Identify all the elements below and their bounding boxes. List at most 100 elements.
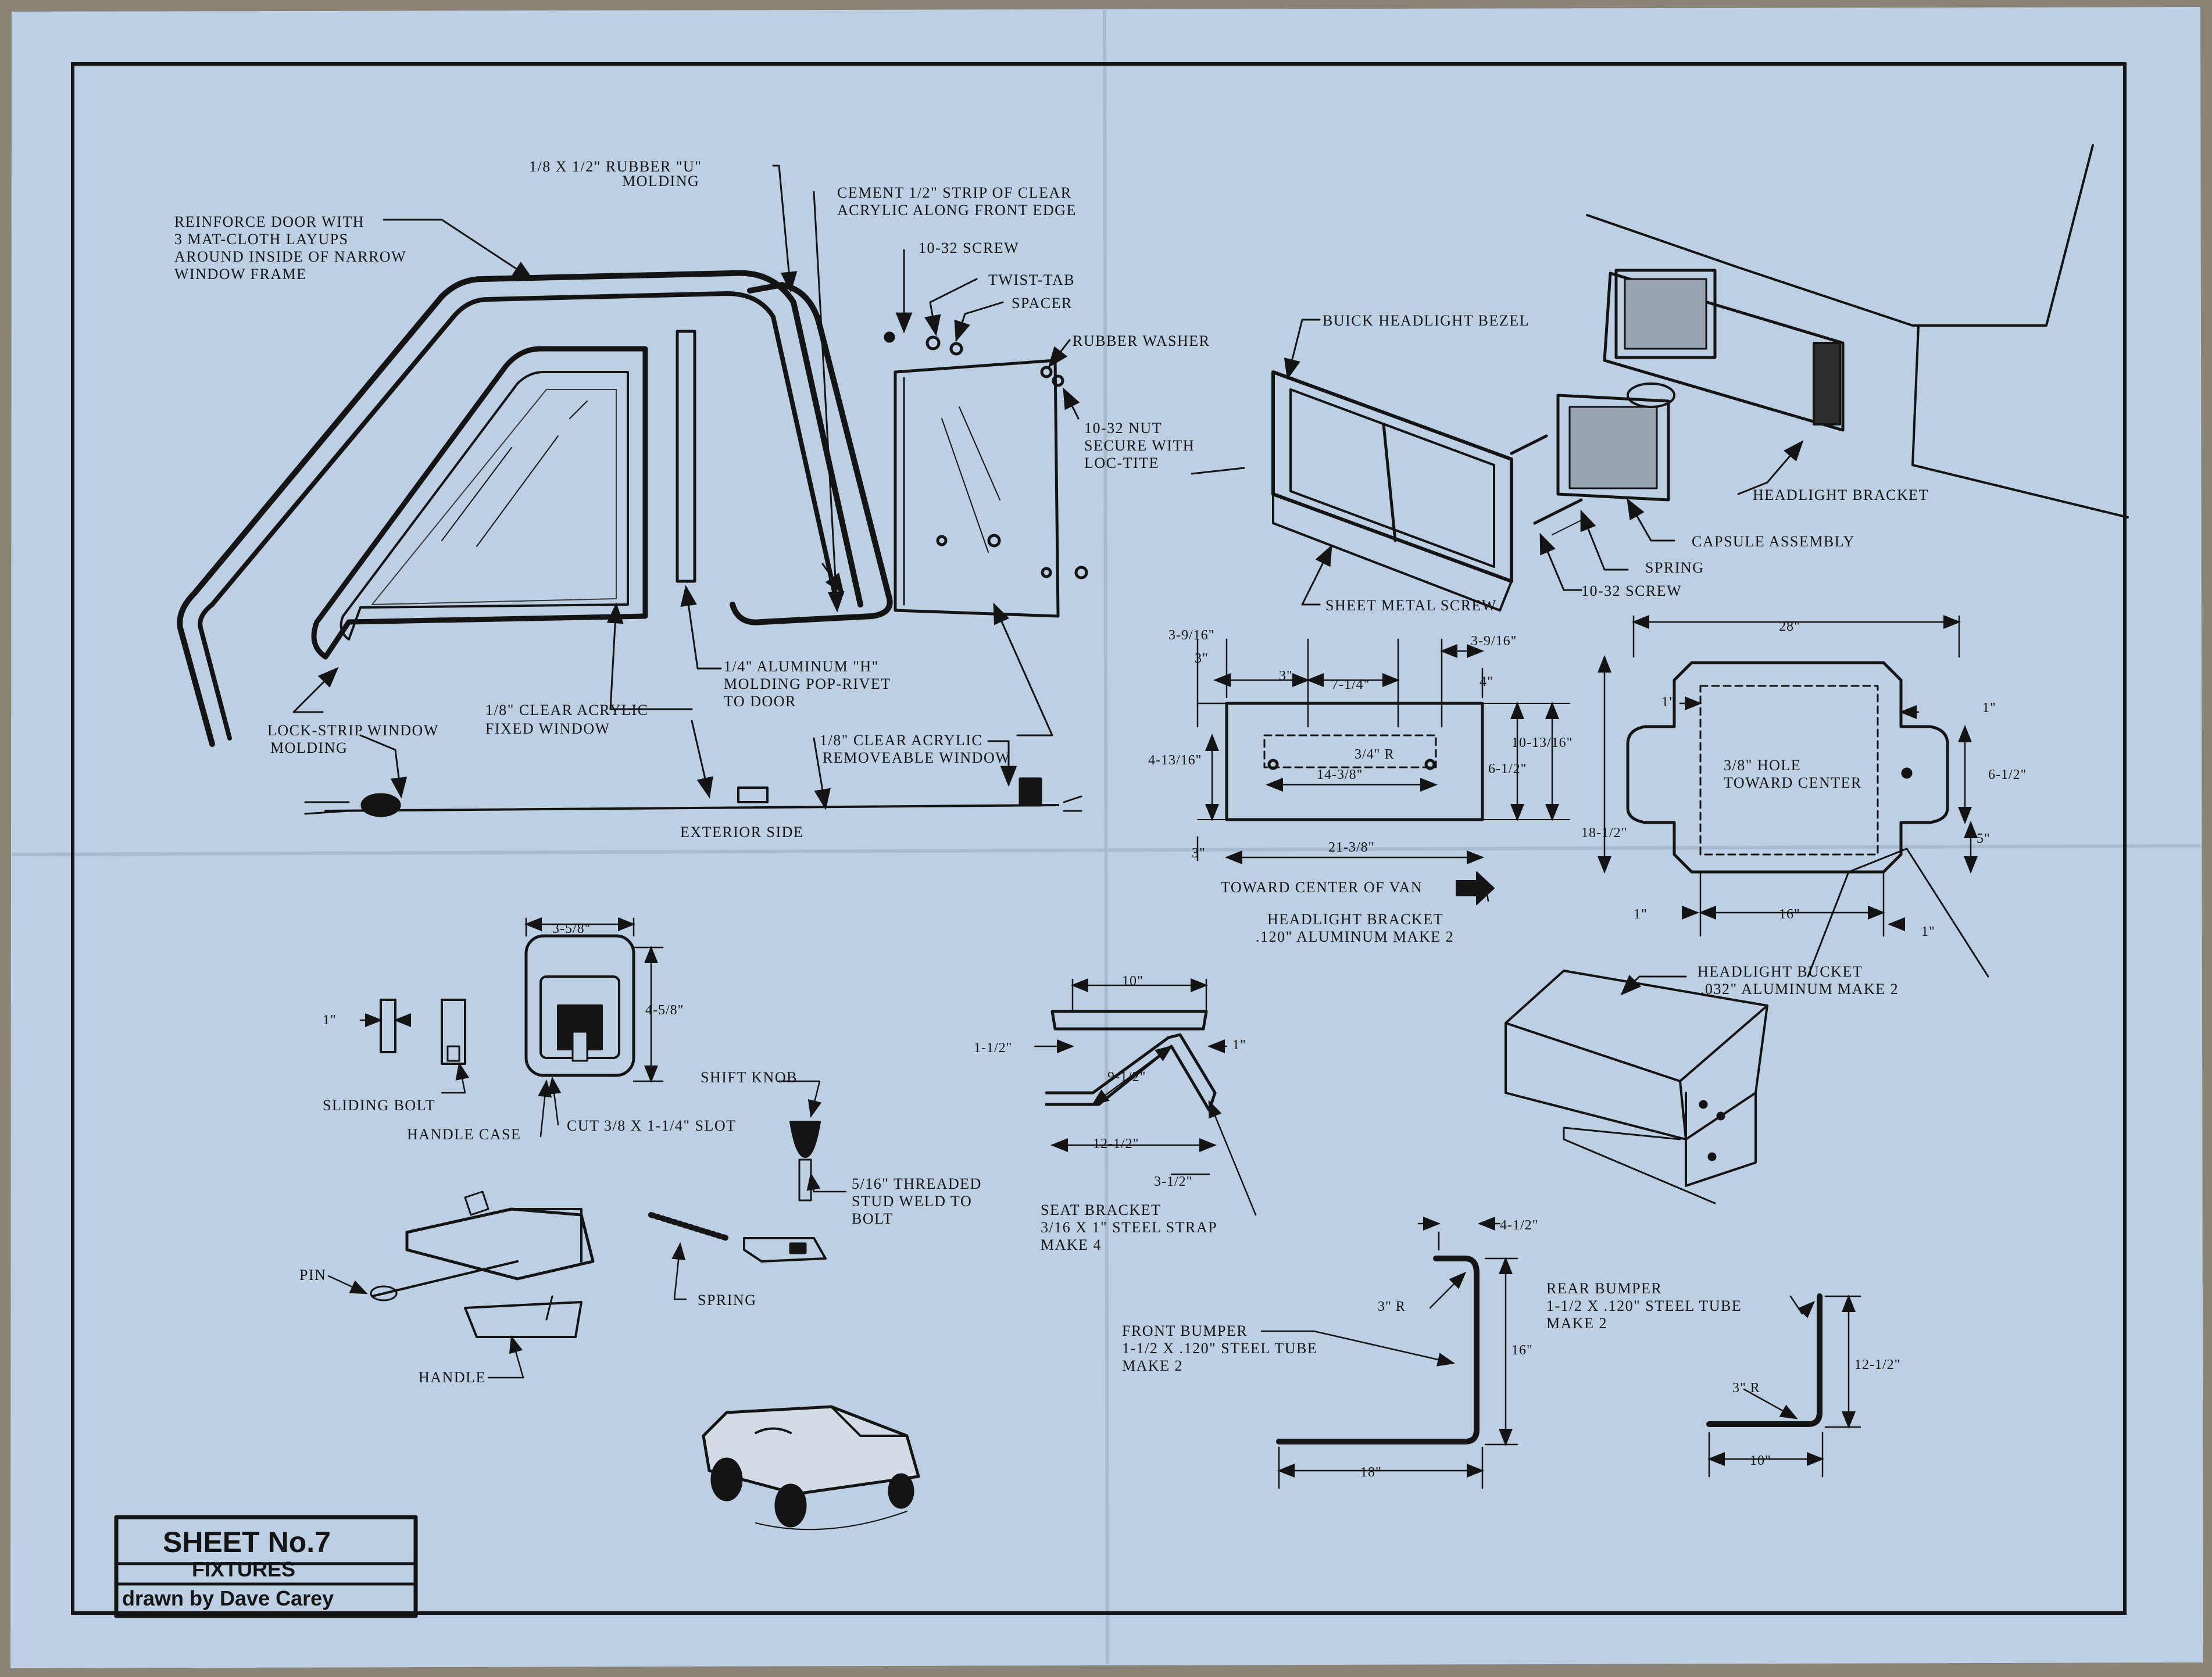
label-reinforce-2: 3 MAT-CLOTH LAYUPS <box>174 231 349 248</box>
dim-28: 28" <box>1779 619 1800 634</box>
dim-21-3-8: 21-3/8" <box>1328 840 1374 855</box>
label-reinforce-4: WINDOW FRAME <box>174 266 307 283</box>
dim-4-5-8: 4-5/8" <box>645 1003 684 1018</box>
label-sliding-bolt: SLIDING BOLT <box>323 1097 435 1114</box>
dim-3-5-8: 3-5/8" <box>552 921 591 936</box>
label-front-2: 1-1/2 X .120" STEEL TUBE <box>1122 1340 1317 1357</box>
label-rubber-u-2: MOLDING <box>622 173 699 189</box>
dim-3-c: 3" <box>1192 846 1206 861</box>
door-window-assembly <box>177 270 1088 817</box>
dim-3-b: 3" <box>1279 668 1293 684</box>
label-alum-h-2: MOLDING POP-RIVET <box>724 675 891 692</box>
label-twist-tab: TWIST-TAB <box>988 271 1075 288</box>
dim-4: 4" <box>1480 674 1493 689</box>
van-illustration <box>702 1405 920 1531</box>
label-rear-2: 1-1/2 X .120" STEEL TUBE <box>1546 1297 1742 1314</box>
dim-3-9-16-a: 3-9/16" <box>1168 628 1214 643</box>
label-remove-win-2: REMOVEABLE WINDOW <box>823 749 1010 766</box>
label-screw-top: 10-32 SCREW <box>1581 582 1682 599</box>
dim-1-e: 1" <box>323 1013 337 1028</box>
rear-bumper <box>1706 1293 1823 1427</box>
dim-16-b: 16" <box>1511 1343 1533 1358</box>
dim-10-a: 10" <box>1122 974 1143 989</box>
dim-18: 18" <box>1360 1465 1382 1480</box>
headlight-bucket-3d <box>1505 970 1768 1204</box>
dim-1-c: 1" <box>1634 907 1648 922</box>
dim-10-b: 10" <box>1750 1453 1771 1468</box>
dim-3-r-b: 3" R <box>1732 1381 1760 1396</box>
dim-1-1-2: 1-1/2" <box>974 1040 1012 1056</box>
dim-12-1-2-b: 12-1/2" <box>1854 1357 1900 1372</box>
label-hb-make-1: HEADLIGHT BRACKET <box>1267 911 1443 928</box>
dim-14-3-8: 14-3/8" <box>1317 767 1363 782</box>
dim-9-1-2: 9-1/2" <box>1107 1070 1146 1085</box>
label-nut-1: 10-32 NUT <box>1084 420 1162 437</box>
label-stud-2: STUD WELD TO <box>852 1193 972 1210</box>
dim-3-1-2: 3-1/2" <box>1154 1174 1192 1189</box>
lock-parts <box>370 934 827 1338</box>
label-seat-1: SEAT BRACKET <box>1041 1202 1162 1218</box>
label-nut-2: SECURE WITH <box>1084 437 1195 454</box>
dim-5: 5" <box>1977 831 1991 846</box>
label-spring-bottom: SPRING <box>698 1292 756 1308</box>
title-block <box>114 1515 418 1618</box>
dim-3-9-16-b: 3-9/16" <box>1471 634 1517 649</box>
dim-1-f: 1" <box>1232 1038 1246 1053</box>
front-bumper <box>1276 1256 1480 1444</box>
label-hb-make-2: .120" ALUMINUM MAKE 2 <box>1256 928 1454 945</box>
dim-1-a: 1" <box>1661 695 1675 710</box>
label-stud-3: BOLT <box>852 1210 894 1227</box>
label-hole-1: 3/8" HOLE <box>1724 757 1801 774</box>
label-remove-win-1: 1/8" CLEAR ACRYLIC <box>820 732 982 749</box>
dim-3-r-a: 3" R <box>1378 1299 1406 1314</box>
label-reinforce-1: REINFORCE DOOR WITH <box>174 213 365 230</box>
toward-center-arrow <box>1456 871 1495 905</box>
label-nut-3: LOC-TITE <box>1084 455 1159 471</box>
title-subject: FIXTURES <box>192 1557 295 1581</box>
label-cement-2: ACRYLIC ALONG FRONT EDGE <box>837 202 1077 219</box>
label-buick-bezel: BUICK HEADLIGHT BEZEL <box>1323 312 1530 329</box>
label-lock-strip-2: MOLDING <box>270 739 348 756</box>
dim-1-d: 1" <box>1921 924 1935 939</box>
dim-7-1-4: 7-1/4" <box>1331 677 1370 692</box>
label-rubber-washer: RUBBER WASHER <box>1073 332 1210 349</box>
label-rubber-u-1: 1/8 X 1/2" RUBBER "U" <box>529 158 702 175</box>
label-headlight-bracket: HEADLIGHT BRACKET <box>1753 487 1929 503</box>
label-alum-h-1: 1/4" ALUMINUM "H" <box>724 658 879 675</box>
label-hole-2: TOWARD CENTER <box>1724 774 1862 791</box>
dim-3-4-r: 3/4" R <box>1355 747 1394 762</box>
label-seat-2: 3/16 X 1" STEEL STRAP <box>1041 1219 1217 1236</box>
label-bucket-2: .032" ALUMINUM MAKE 2 <box>1700 981 1899 997</box>
dim-16-a: 16" <box>1779 907 1800 922</box>
label-rear-3: MAKE 2 <box>1546 1315 1607 1332</box>
label-alum-h-3: TO DOOR <box>724 693 796 710</box>
label-sheet-metal-screw: SHEET METAL SCREW <box>1325 597 1497 614</box>
label-front-1: FRONT BUMPER <box>1122 1322 1248 1339</box>
label-lock-strip-1: LOCK-STRIP WINDOW <box>267 722 439 739</box>
dim-3-a: 3" <box>1195 651 1209 666</box>
title-sheet-number: SHEET No.7 <box>163 1526 331 1558</box>
title-author: drawn by Dave Carey <box>122 1586 334 1610</box>
label-shift-knob: SHIFT KNOB <box>701 1069 798 1086</box>
headlight-assembly <box>1191 144 2129 612</box>
dim-6-1-2-b: 6-1/2" <box>1988 767 2027 782</box>
dim-4-13-16: 4-13/16" <box>1148 753 1202 768</box>
label-seat-3: MAKE 4 <box>1041 1236 1102 1253</box>
label-exterior-side: EXTERIOR SIDE <box>680 824 803 841</box>
label-stud-1: 5/16" THREADED <box>852 1175 982 1192</box>
dim-6-1-2-a: 6-1/2" <box>1488 761 1527 777</box>
label-spacer: SPACER <box>1012 295 1073 312</box>
dim-10-13-16: 10-13/16" <box>1511 735 1573 750</box>
label-cement-1: CEMENT 1/2" STRIP OF CLEAR <box>837 184 1072 201</box>
dim-4-1-2: 4-1/2" <box>1500 1218 1538 1233</box>
label-handle: HANDLE <box>419 1369 486 1386</box>
label-front-3: MAKE 2 <box>1122 1357 1183 1374</box>
label-bucket-1: HEADLIGHT BUCKET <box>1698 963 1863 980</box>
label-handle-case: HANDLE CASE <box>407 1126 521 1143</box>
label-reinforce-3: AROUND INSIDE OF NARROW <box>174 248 406 265</box>
label-spring-top: SPRING <box>1645 559 1704 576</box>
label-rear-1: REAR BUMPER <box>1546 1280 1662 1297</box>
label-toward-center: TOWARD CENTER OF VAN <box>1221 879 1423 896</box>
label-fixed-win-1: 1/8" CLEAR ACRYLIC <box>485 702 648 718</box>
